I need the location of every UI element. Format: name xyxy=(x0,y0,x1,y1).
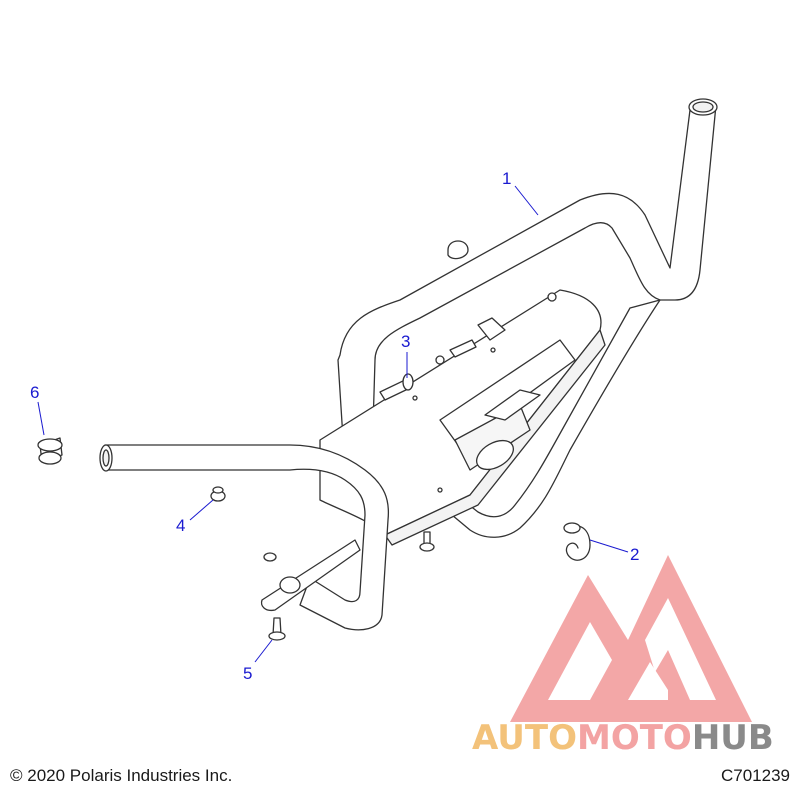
copyright-notice: © 2020 Polaris Industries Inc. xyxy=(10,766,233,785)
diagram-code: C701239 xyxy=(720,766,790,785)
bumper-left-tube xyxy=(99,444,390,631)
callout-3: 3 xyxy=(401,332,411,351)
callout-5: 5 xyxy=(243,664,253,683)
lower-left-bracket xyxy=(260,539,361,612)
callout-6: 6 xyxy=(30,383,40,402)
callout-4: 4 xyxy=(176,516,186,535)
leader-5 xyxy=(254,639,273,663)
automotohub-logo-mark xyxy=(510,555,752,722)
callout-1: 1 xyxy=(502,169,512,188)
leader-1 xyxy=(514,185,539,216)
bumper-upper-hoop xyxy=(337,98,718,471)
shoulder-bolt-3 xyxy=(379,339,477,401)
flange-bolt-5 xyxy=(268,531,435,641)
leader-6 xyxy=(37,401,45,436)
bumper-lower-right-loop xyxy=(439,299,661,538)
automotohub-watermark: AUTOMOTOHUB xyxy=(472,718,774,758)
leader-2 xyxy=(589,539,629,553)
leader-4 xyxy=(189,499,214,521)
leader-lines xyxy=(37,185,629,663)
d-ring-shackle-2 xyxy=(563,522,591,561)
watermark-auto: AUTO xyxy=(472,718,577,758)
callout-2: 2 xyxy=(630,545,640,564)
end-cap-plug-6 xyxy=(37,437,63,465)
watermark-hub: HUB xyxy=(691,718,774,758)
watermark-moto: MOTO xyxy=(576,718,692,758)
winch-mount-plate xyxy=(319,240,606,546)
flange-nut-4 xyxy=(210,486,277,562)
